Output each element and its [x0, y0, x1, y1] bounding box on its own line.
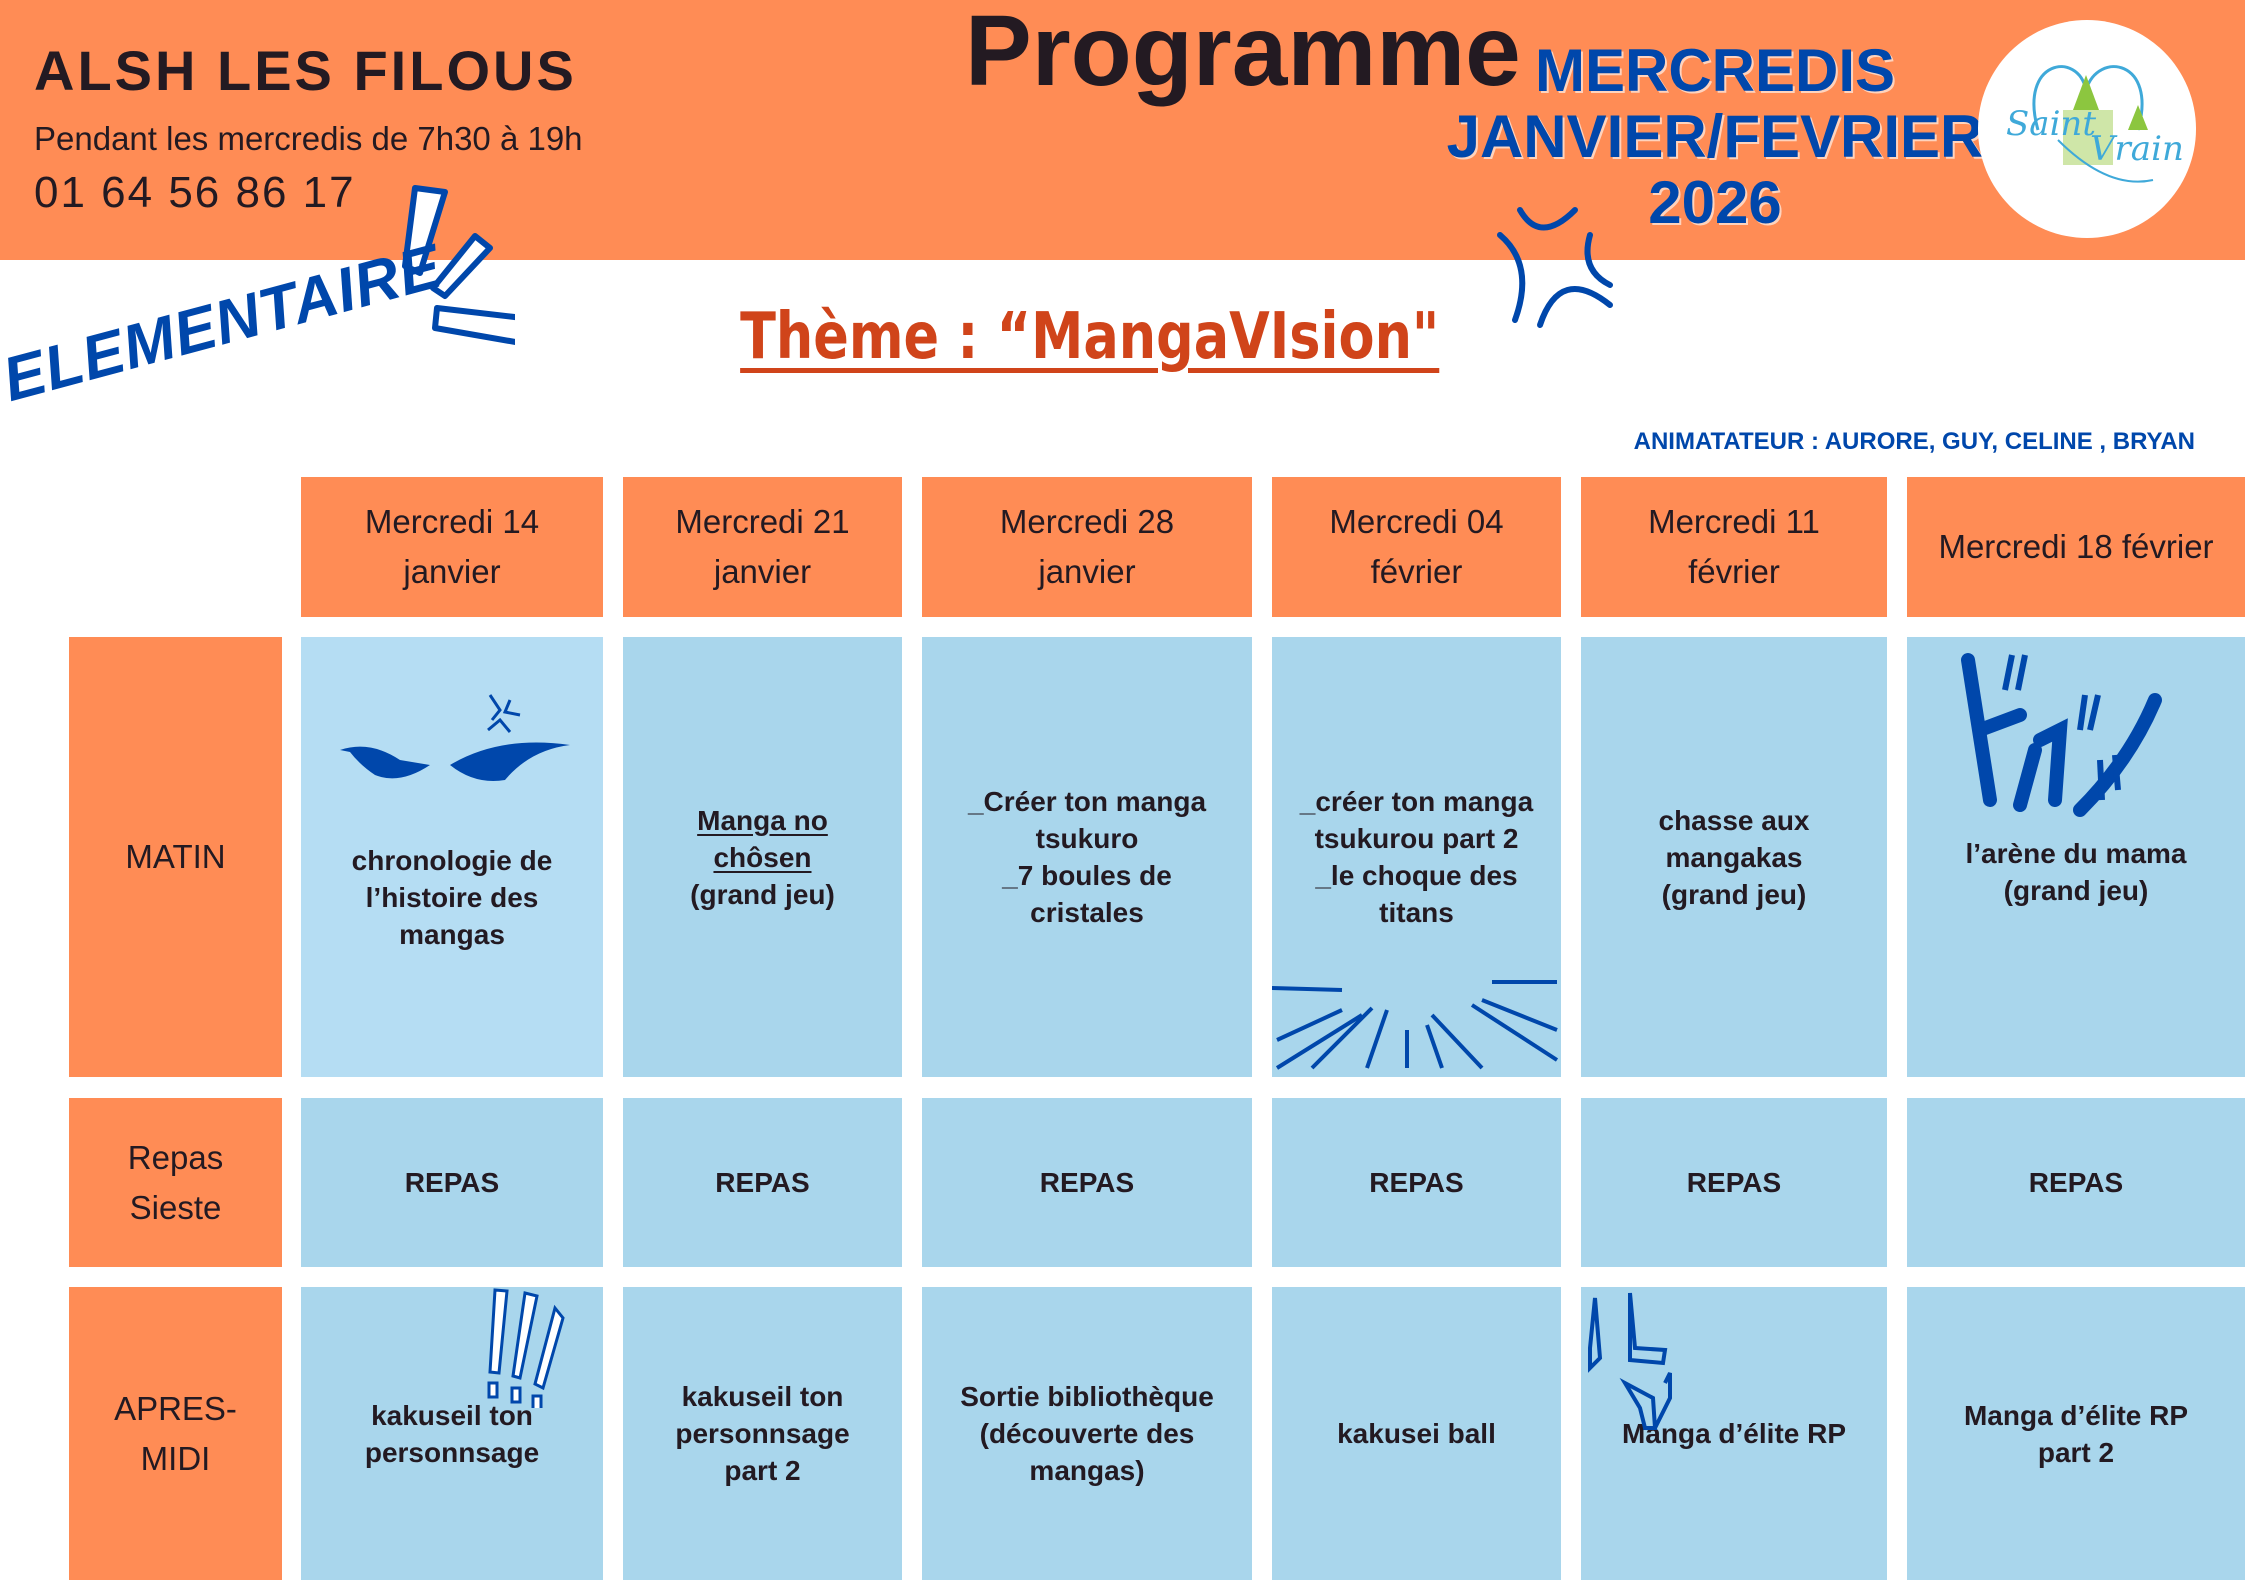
period-title: MERCREDIS JANVIER/FEVRIER 2026	[1446, 37, 1984, 236]
activity-cell: kakusei ball	[1272, 1287, 1561, 1580]
activity-cell: Manga d’élite RP part 2	[1907, 1287, 2245, 1580]
svg-text:Vrain: Vrain	[2090, 129, 2184, 169]
activity-cell: chronologie de l’histoire des mangas	[301, 637, 603, 1077]
anger-mark-icon	[1497, 207, 1613, 328]
row-label-apres-midi: APRES- MIDI	[69, 1287, 282, 1580]
phone-number: 01 64 56 86 17	[34, 168, 356, 217]
meal-text: REPAS	[2028, 1167, 2124, 1198]
activity-text: Manga d’élite RP	[1621, 1418, 1847, 1449]
day-header: Mercredi 11 février	[1581, 477, 1887, 617]
activity-text: kakuseil ton personnsage	[364, 1399, 540, 1468]
activity-cell: Sortie bibliothèque (découverte des mang…	[922, 1287, 1252, 1580]
page-title: Programme	[965, 0, 1521, 107]
opening-hours: Pendant les mercredis de 7h30 à 19h	[34, 120, 583, 157]
activity-text: chronologie de l’histoire des mangas	[351, 844, 553, 950]
activity-cell: l’arène du mama (grand jeu)	[1907, 637, 2245, 1077]
activity-text: Manga no chôsen (grand jeu)	[690, 802, 835, 913]
logo-icon: Saint Vrain	[2006, 65, 2184, 183]
activity-cell: Manga no chôsen (grand jeu)	[623, 637, 902, 1077]
meal-cell: REPAS	[623, 1098, 902, 1267]
activity-text: Manga d’élite RP part 2	[1963, 1399, 2189, 1468]
activity-cell: chasse aux mangakas (grand jeu)	[1581, 637, 1887, 1077]
saint-vrain-logo: Saint Vrain	[1978, 20, 2196, 238]
activity-text: chasse aux mangakas (grand jeu)	[1658, 804, 1810, 910]
meal-cell: REPAS	[1581, 1098, 1887, 1267]
row-label-repas: Repas Sieste	[69, 1098, 282, 1267]
org-name: ALSH LES FILOUS	[34, 39, 577, 102]
svg-text:Saint: Saint	[2006, 104, 2096, 144]
exclamation-burst-icon	[402, 185, 515, 345]
day-header: Mercredi 04 février	[1272, 477, 1561, 617]
meal-cell: REPAS	[301, 1098, 603, 1267]
day-header: Mercredi 18 février	[1907, 477, 2245, 617]
meal-text: REPAS	[1369, 1167, 1464, 1198]
activity-text: Sortie bibliothèque (découverte des mang…	[960, 1381, 1214, 1486]
meal-text: REPAS	[1039, 1167, 1135, 1198]
day-header: Mercredi 14 janvier	[301, 477, 603, 617]
theme-title: Thème : “MangaVIsion"	[740, 300, 1440, 374]
speed-lines-icon	[1272, 980, 1559, 1070]
activity-text: _Créer ton manga tsukuro _7 boules de cr…	[967, 786, 1207, 928]
day-header: Mercredi 21 janvier	[623, 477, 902, 617]
activity-text: kakusei ball	[1337, 1418, 1496, 1449]
activity-text: l’arène du mama (grand jeu)	[1965, 838, 2187, 906]
manga-sfx-icon	[1961, 653, 2162, 817]
anger-cross-icon	[1588, 1292, 1672, 1430]
meal-text: REPAS	[404, 1167, 500, 1198]
activity-cell: kakuseil ton personnsage part 2	[623, 1287, 902, 1580]
activity-text: _créer ton manga tsukurou part 2 _le cho…	[1299, 786, 1534, 928]
activity-cell: _Créer ton manga tsukuro _7 boules de cr…	[922, 637, 1252, 1077]
meal-text: REPAS	[1686, 1167, 1782, 1198]
exclamation-marks-icon	[487, 1288, 565, 1408]
animators: ANIMATATEUR : AURORE, GUY, CELINE , BRYA…	[1633, 428, 2195, 455]
meal-cell: REPAS	[922, 1098, 1252, 1267]
meal-cell: REPAS	[1272, 1098, 1561, 1267]
row-label-matin: MATIN	[69, 637, 282, 1077]
header-band	[0, 0, 2245, 260]
meal-text: REPAS	[715, 1167, 810, 1198]
meal-cell: REPAS	[1907, 1098, 2245, 1267]
activity-title: Manga no chôsen	[697, 804, 828, 873]
angry-eyes-icon	[340, 694, 570, 781]
day-header: Mercredi 28 janvier	[922, 477, 1252, 617]
activity-text: kakuseil ton personnsage part 2	[675, 1381, 850, 1486]
activity-subtitle: (grand jeu)	[690, 878, 835, 910]
activity-cell: _créer ton manga tsukurou part 2 _le cho…	[1272, 637, 1561, 1077]
